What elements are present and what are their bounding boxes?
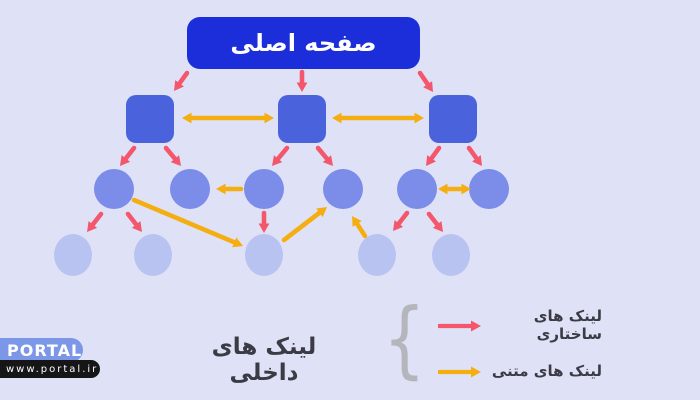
structural-link-s1-c1	[120, 145, 137, 166]
structural-link-c5-b5	[426, 211, 443, 232]
portal-logo-text: PORTAL	[7, 340, 83, 360]
node-c4	[323, 169, 363, 209]
structural-link-s1-c2	[163, 145, 181, 166]
text-link-c5-c6	[438, 183, 471, 195]
node-c1	[94, 169, 134, 209]
home-page-node: صفحه اصلی	[187, 17, 420, 69]
caption-internal-links: لینک های داخلی	[211, 334, 317, 386]
text-link-s2-s3	[332, 112, 424, 124]
node-c5	[397, 169, 437, 209]
text-link-b4-c4	[352, 216, 368, 239]
structural-link-arrow-icon	[436, 318, 482, 332]
node-b1	[54, 234, 92, 276]
structural-link-s2-c4	[315, 145, 333, 166]
legend-row-structural: لینک های ساختاری	[436, 306, 602, 344]
node-s3	[429, 95, 477, 143]
structural-link-c3-b3	[258, 210, 270, 233]
text-link-b3-c4	[281, 207, 327, 243]
structural-link-c1-b2	[125, 211, 142, 232]
node-b3	[245, 234, 283, 276]
structural-link-s3-c5	[426, 145, 442, 166]
node-b2	[134, 234, 172, 276]
legend: لینک های ساختاری لینک های متنی	[436, 306, 602, 390]
home-page-label: صفحه اصلی	[230, 29, 377, 57]
node-c3	[244, 169, 284, 209]
structural-legend-arrow	[436, 320, 481, 332]
structural-link-home-s2	[296, 69, 308, 92]
portal-logo-pill: PORTAL	[0, 338, 83, 362]
node-c6	[469, 169, 509, 209]
text-link-arrow-icon	[436, 364, 482, 378]
text-link-c1-b3	[131, 197, 243, 248]
legend-row-text: لینک های متنی	[436, 352, 602, 390]
portal-url-pill: www.portal.ir	[0, 360, 100, 378]
curly-brace: {	[383, 290, 426, 388]
portal-url-text: www.portal.ir	[6, 363, 99, 375]
text-link-c3-c2	[216, 183, 244, 195]
structural-link-s2-c3	[272, 145, 290, 166]
legend-label-text: لینک های متنی	[491, 362, 602, 380]
legend-label-structural: لینک های ساختاری	[533, 307, 602, 343]
structural-link-c5-b4	[393, 210, 410, 231]
text-link-s1-s2	[182, 112, 274, 124]
structural-link-c1-b1	[87, 211, 104, 232]
structural-link-home-s1	[174, 70, 190, 91]
text-legend-arrow	[436, 366, 481, 378]
structural-link-home-s3	[417, 70, 433, 92]
structural-link-s3-c6	[466, 145, 482, 166]
node-s2	[278, 95, 326, 143]
node-c2	[170, 169, 210, 209]
node-s1	[126, 95, 174, 143]
node-b4	[358, 234, 396, 276]
node-b5	[432, 234, 470, 276]
